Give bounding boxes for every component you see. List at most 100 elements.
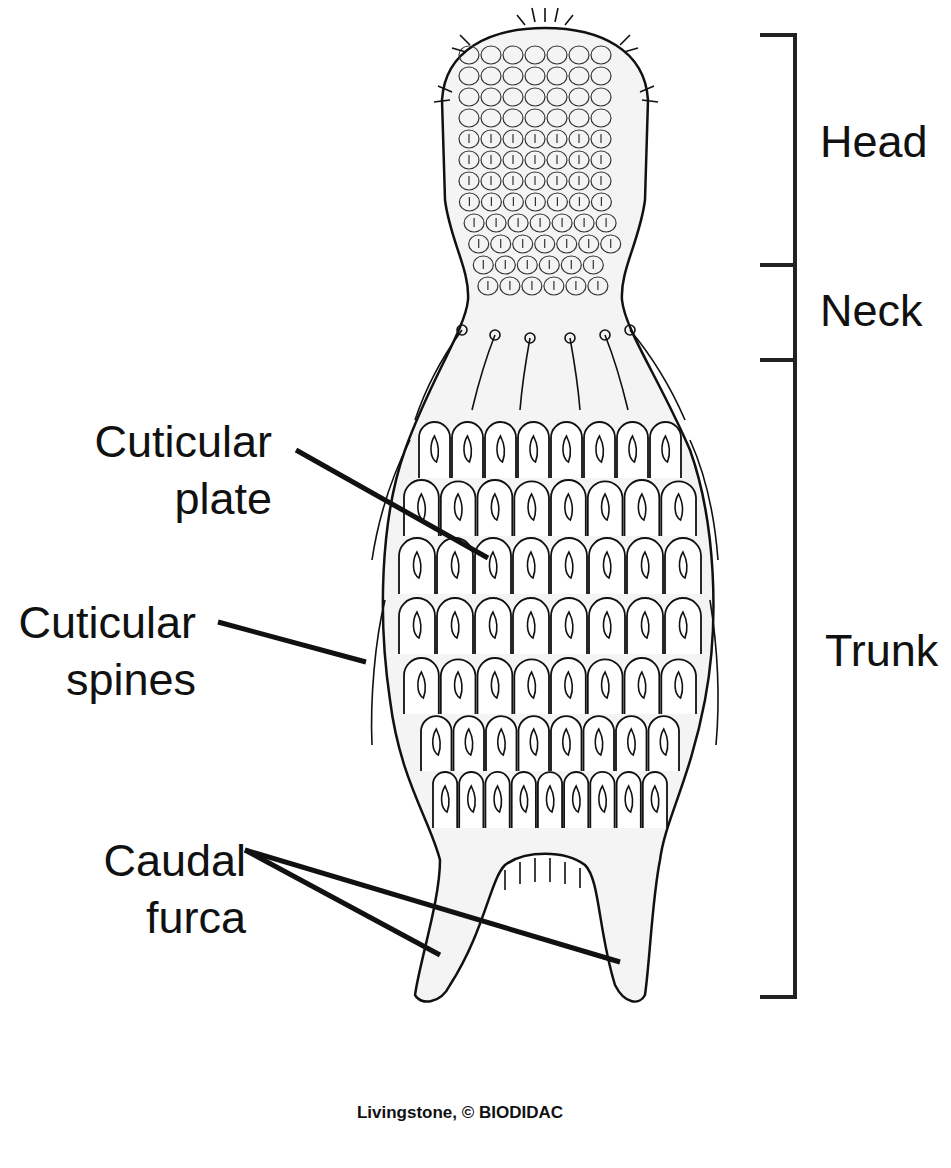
plate-keel — [565, 612, 572, 638]
plate-keel — [641, 612, 648, 638]
head-scale — [464, 214, 484, 232]
head-scale — [481, 172, 501, 190]
part-label: Cuticular spines — [18, 594, 196, 708]
head-scale — [569, 88, 589, 106]
cuticular-plate — [551, 538, 587, 594]
head-scale — [525, 172, 545, 190]
head-scale — [459, 46, 479, 64]
head-scale — [539, 256, 559, 274]
plate-keel — [455, 672, 462, 698]
scale-keel — [487, 281, 488, 290]
region-brackets — [760, 35, 795, 997]
scale-keel — [556, 134, 557, 143]
head-scale — [513, 235, 533, 253]
cuticular-spine-lines — [372, 8, 718, 890]
plate-keel — [565, 494, 572, 520]
cuticular-plate — [665, 538, 701, 594]
scale-keel — [522, 239, 523, 248]
plate-keel — [418, 672, 425, 698]
cuticular-plate — [584, 422, 615, 478]
head-scale — [525, 193, 545, 211]
cuticular-plate — [399, 538, 435, 594]
plate-keel — [603, 612, 610, 638]
cuticular-plate — [588, 659, 623, 714]
plate-keel — [464, 436, 471, 462]
cuticular-plate — [627, 538, 663, 594]
cuticular-plate — [589, 538, 625, 594]
cuticular-plate — [625, 480, 660, 536]
plate-keel — [494, 786, 501, 812]
head-scale — [481, 46, 501, 64]
plate-keel — [413, 552, 420, 578]
head-scale — [569, 109, 589, 127]
scale-keel — [483, 260, 484, 269]
head-scale — [591, 67, 611, 85]
head-scale — [495, 256, 515, 274]
credit-text: Livingstone, © BIODIDAC — [357, 1103, 563, 1123]
plate-keel — [442, 786, 449, 812]
cuticular-plate — [661, 481, 696, 536]
cuticular-plate — [650, 422, 681, 478]
plate-keel — [603, 552, 610, 578]
scale-keel — [517, 218, 518, 227]
head-scale — [579, 235, 599, 253]
plate-keel — [595, 729, 602, 755]
region-label: Head — [820, 113, 928, 170]
head-scale — [459, 88, 479, 106]
plate-keel — [489, 612, 496, 638]
head-scale — [591, 130, 611, 148]
scale-keel — [578, 134, 579, 143]
scale-keel — [557, 197, 558, 206]
scale-keel — [553, 281, 554, 290]
cuticular-plate — [441, 481, 476, 536]
plate-keel — [628, 729, 635, 755]
head-scale — [459, 130, 479, 148]
head-scale — [591, 88, 611, 106]
head-scale — [481, 67, 501, 85]
plate-keel — [675, 672, 682, 698]
scale-keel — [478, 239, 479, 248]
cuticular-plate — [617, 772, 641, 828]
head-scale — [552, 214, 572, 232]
head-scale — [569, 193, 589, 211]
scale-keel — [527, 260, 528, 269]
scale-keel — [593, 260, 594, 269]
plate-keel — [675, 494, 682, 520]
head-scale — [591, 172, 611, 190]
plate-keel — [641, 552, 648, 578]
scale-keel — [561, 218, 562, 227]
plate-keel — [491, 672, 498, 698]
head-scale — [569, 172, 589, 190]
head-scale — [544, 277, 564, 295]
cuticular-plate — [433, 772, 457, 828]
cuticular-plate — [452, 422, 483, 478]
plate-keel — [565, 672, 572, 698]
head-scale — [547, 130, 567, 148]
head-scale — [503, 130, 523, 148]
cuticular-plate — [590, 772, 614, 828]
head-scale — [588, 277, 608, 295]
cuticular-plate — [588, 481, 623, 536]
plate-keel — [563, 729, 570, 755]
cuticular-plate — [617, 422, 648, 478]
scale-keel — [534, 155, 535, 164]
scale-keel — [544, 239, 545, 248]
cuticular-plate — [665, 598, 701, 654]
plate-keel — [451, 612, 458, 638]
head-scale — [481, 193, 501, 211]
scale-keel — [468, 176, 469, 185]
cuticular-plate — [485, 422, 516, 478]
head-scale — [596, 214, 616, 232]
head-scale — [503, 151, 523, 169]
plate-keel — [530, 436, 537, 462]
plate-keel — [455, 494, 462, 520]
scale-keel — [605, 218, 606, 227]
head-scale — [547, 46, 567, 64]
head-scale — [525, 130, 545, 148]
head-scale — [500, 277, 520, 295]
cuticular-plate — [475, 598, 511, 654]
plate-keel — [527, 612, 534, 638]
head-scale — [547, 67, 567, 85]
scale-keel — [571, 260, 572, 269]
cuticular-plate — [551, 422, 582, 478]
